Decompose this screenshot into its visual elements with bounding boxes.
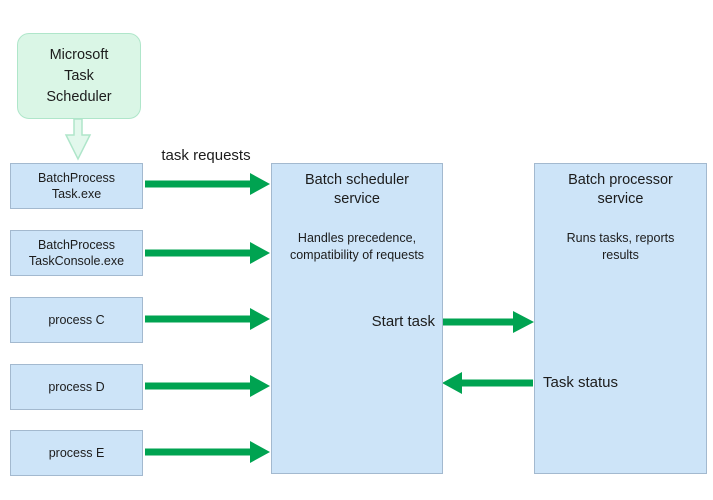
arrow-process-c-icon — [145, 308, 270, 330]
arrow-process-d-icon — [145, 375, 270, 397]
scheduler-down-arrow-icon — [64, 118, 92, 161]
client-label-line: Task.exe — [51, 187, 102, 201]
arrow-taskconsole-icon — [145, 242, 270, 264]
task-requests-label: task requests — [161, 147, 251, 164]
client-box-process-e: process E — [10, 430, 143, 476]
client-box-process-c: process C — [10, 297, 143, 343]
client-label-line: process E — [48, 446, 105, 460]
microsoft-task-scheduler-box: Microsoft Task Scheduler — [17, 33, 141, 119]
client-label-line: TaskConsole.exe — [28, 254, 125, 268]
processor-service-title: Batch processor service — [568, 172, 673, 207]
client-box-batchprocess-taskconsole: BatchProcess TaskConsole.exe — [10, 230, 143, 276]
scheduler-service-description: Handles precedence, compatibility of req… — [289, 231, 425, 262]
source-label-line: Microsoft — [49, 46, 109, 63]
processor-service-description: Runs tasks, reports results — [566, 231, 675, 262]
scheduler-service-title: Batch scheduler service — [305, 172, 409, 207]
client-label-line: process C — [48, 313, 105, 327]
batch-processor-service-box: Batch processor service Runs tasks, repo… — [534, 163, 707, 474]
arrow-task-status-icon — [442, 372, 533, 394]
arrow-task-requests-icon — [145, 173, 270, 195]
arrow-process-e-icon — [145, 441, 270, 463]
client-box-batchprocess-task: BatchProcess Task.exe — [10, 163, 143, 209]
start-task-label: Start task — [371, 313, 435, 330]
task-status-label: Task status — [543, 374, 619, 391]
client-label-line: BatchProcess — [37, 238, 116, 252]
source-label-line: Scheduler — [46, 88, 112, 105]
arrow-start-task-icon — [443, 311, 534, 333]
client-label-line: process D — [48, 380, 105, 394]
client-box-process-d: process D — [10, 364, 143, 410]
client-label-line: BatchProcess — [37, 171, 116, 185]
source-label-line: Task — [64, 67, 94, 84]
batch-scheduler-service-box: Batch scheduler service Handles preceden… — [271, 163, 443, 474]
